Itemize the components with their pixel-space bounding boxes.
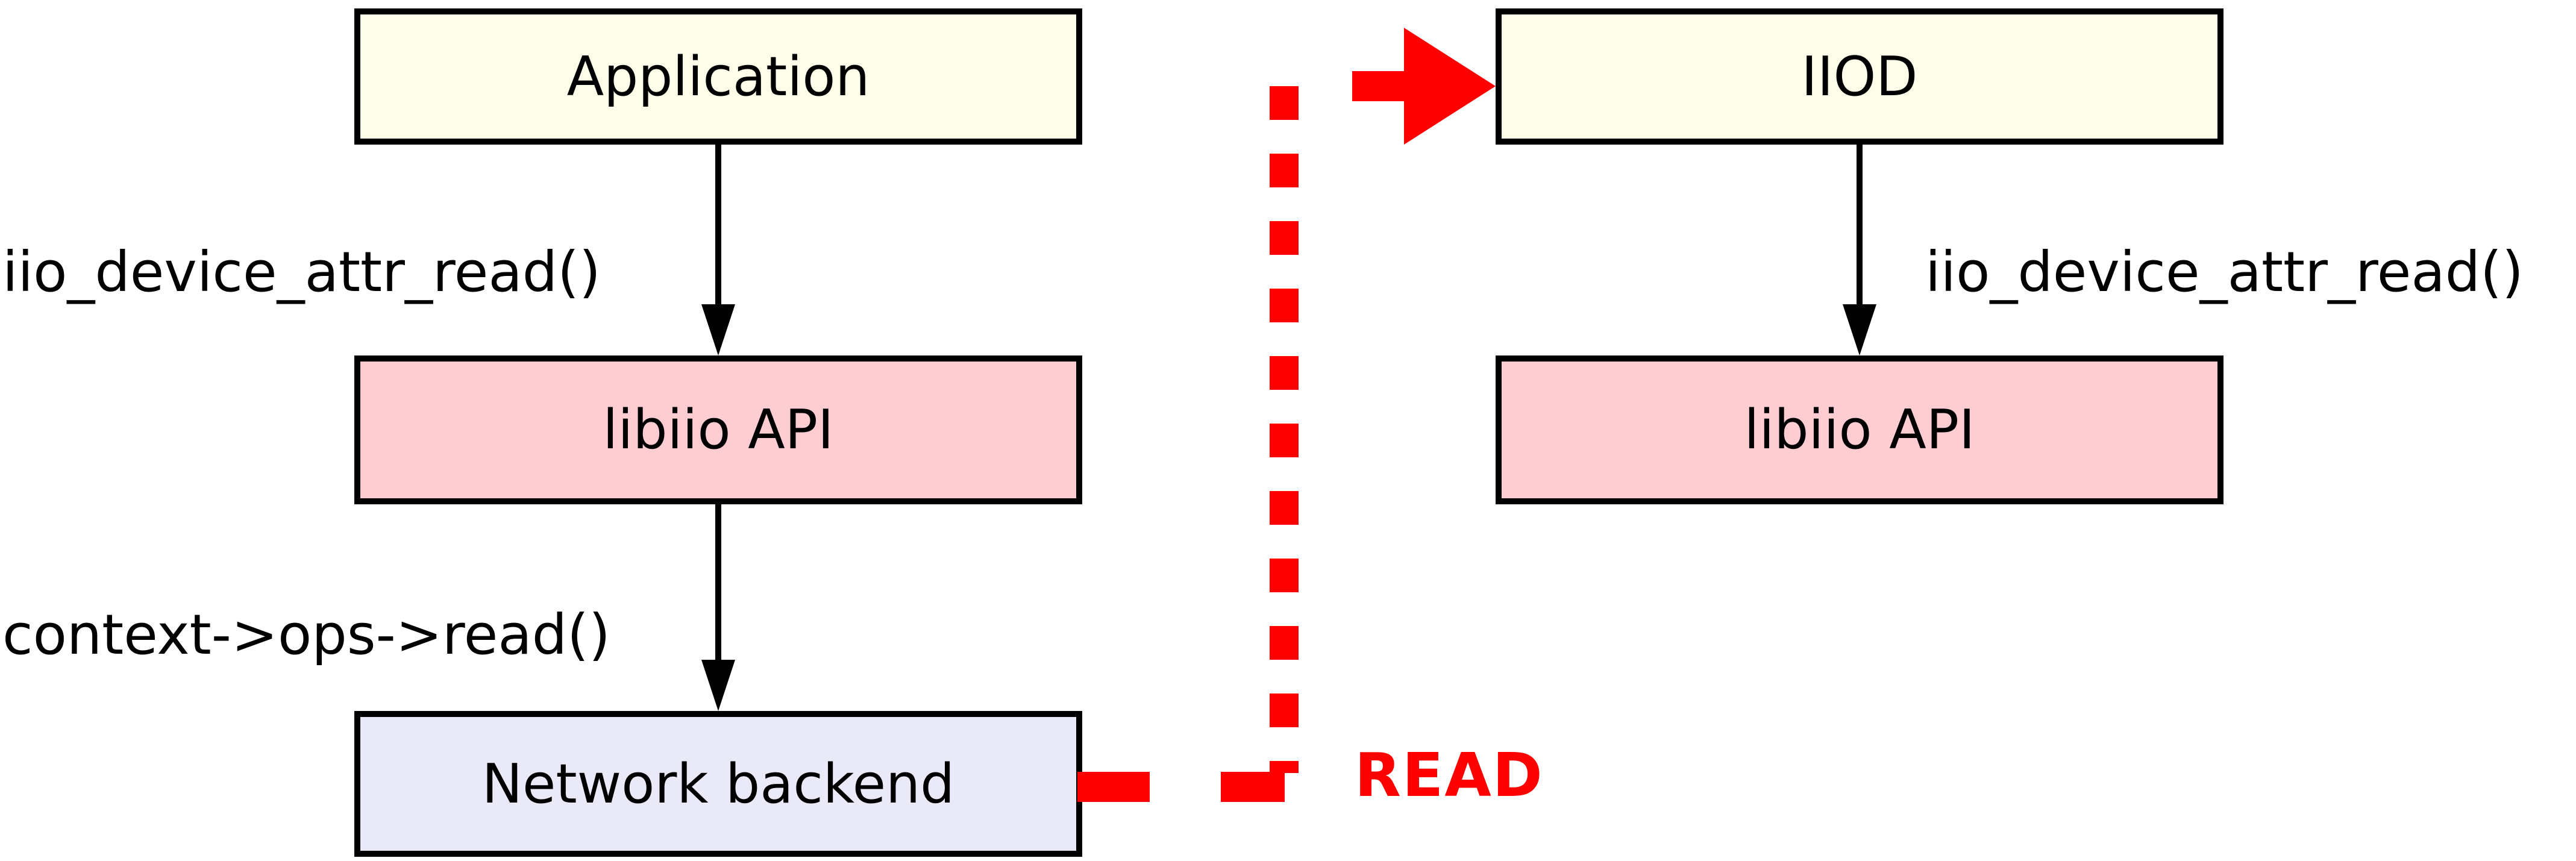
read-dashed-line-vertical bbox=[1270, 86, 1299, 773]
backend-call-annotation: context->ops->read() bbox=[2, 603, 610, 667]
arrowhead-down-icon bbox=[701, 304, 735, 355]
right-call-annotation: iio_device_attr_read() bbox=[1925, 240, 2524, 304]
iiod-box: IIOD bbox=[1496, 8, 2223, 145]
libiio-api-box-right-label: libiio API bbox=[1744, 398, 1975, 462]
application-box: Application bbox=[354, 8, 1082, 145]
read-dashed-line-horizontal bbox=[1077, 772, 1285, 802]
arrowhead-down-icon bbox=[1843, 304, 1876, 355]
libiio-api-box-right: libiio API bbox=[1496, 355, 2223, 504]
libiio-api-box-left: libiio API bbox=[354, 355, 1082, 504]
read-arrow-shaft bbox=[1352, 71, 1408, 101]
network-backend-box-label: Network backend bbox=[481, 752, 955, 816]
read-label: READ bbox=[1355, 740, 1544, 810]
arrow-libiio-to-network bbox=[715, 504, 721, 662]
red-arrow-right-icon bbox=[1404, 28, 1496, 145]
libiio-api-box-left-label: libiio API bbox=[603, 398, 834, 462]
network-backend-box: Network backend bbox=[354, 711, 1082, 857]
arrow-iiod-to-libiio bbox=[1857, 145, 1863, 306]
arrow-application-to-libiio bbox=[715, 145, 721, 306]
left-call-annotation: iio_device_attr_read() bbox=[2, 240, 601, 304]
application-box-label: Application bbox=[566, 45, 870, 108]
iiod-box-label: IIOD bbox=[1801, 45, 1918, 108]
arrowhead-down-icon bbox=[701, 660, 735, 711]
